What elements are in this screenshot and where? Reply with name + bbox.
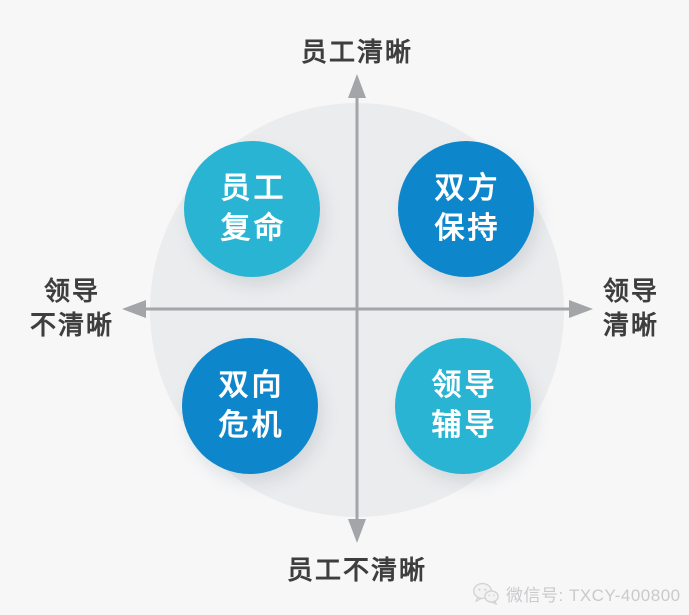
bubble-label-line1: 员工 [220, 172, 287, 205]
axis-label-right: 领导 清晰 [603, 274, 659, 342]
arrow-left-icon [122, 300, 146, 318]
quadrant-bubble-top-left: 员工 复命 [184, 141, 320, 277]
quadrant-bubble-bottom-right: 领导 辅导 [395, 338, 531, 474]
bubble-label-line2: 保持 [434, 212, 501, 245]
arrow-down-icon [348, 519, 366, 543]
watermark: 微信号: TXCY-400800 [472, 581, 681, 606]
axis-label-top-text: 员工清晰 [300, 37, 414, 67]
quadrant-bubble-bottom-left: 双向 危机 [182, 338, 318, 474]
axis-label-left: 领导 不清晰 [30, 274, 114, 342]
axis-label-left-line2: 不清晰 [29, 310, 115, 340]
axis-label-left-line1: 领导 [43, 276, 101, 306]
bubble-label-line1: 领导 [431, 369, 498, 402]
bubble-label-line2: 危机 [218, 409, 285, 442]
axis-label-bottom-text: 员工不清晰 [286, 555, 428, 585]
bubble-label-line2: 辅导 [431, 409, 498, 442]
axis-label-right-line1: 领导 [602, 276, 660, 306]
bubble-label-line1: 双方 [434, 172, 501, 205]
wechat-icon [472, 582, 499, 605]
axis-label-top: 员工清晰 [301, 32, 413, 69]
watermark-text: 微信号: TXCY-400800 [506, 586, 681, 605]
quadrant-bubble-top-right: 双方 保持 [398, 141, 534, 277]
axis-label-right-line2: 清晰 [602, 310, 660, 340]
axis-label-bottom: 员工不清晰 [287, 550, 427, 587]
bubble-label-line2: 复命 [220, 212, 287, 245]
arrow-up-icon [348, 74, 366, 98]
arrow-right-icon [569, 300, 593, 318]
bubble-label-line1: 双向 [218, 369, 285, 402]
